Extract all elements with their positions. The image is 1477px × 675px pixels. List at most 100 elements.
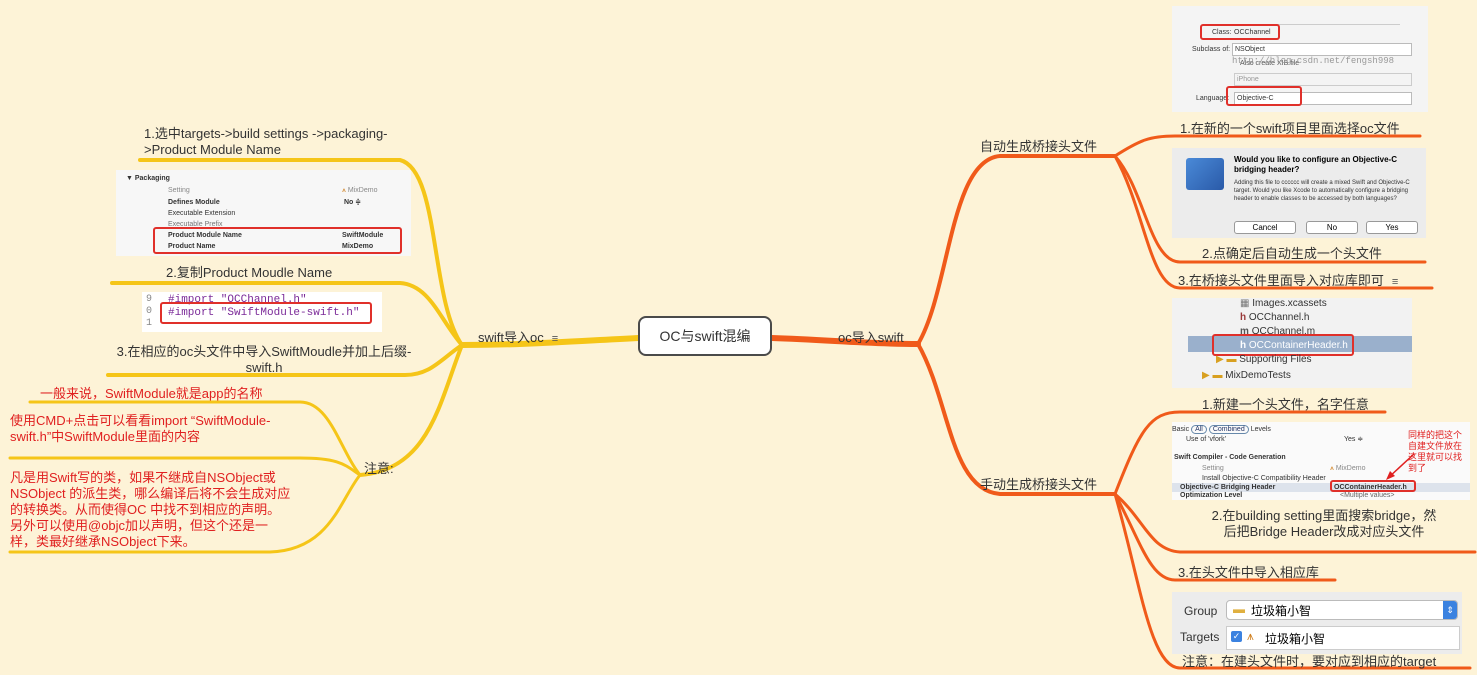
connector-left-step1	[138, 158, 464, 347]
class-screenshot: Class: OCChannel Subclass of: NSObject A…	[1172, 6, 1428, 112]
connector-center-right	[769, 335, 921, 347]
group-value: 垃圾箱小智	[1251, 604, 1312, 618]
device-field: iPhone	[1234, 73, 1412, 86]
left-branch-node[interactable]: swift导入oc≡	[478, 330, 558, 347]
file-label: Supporting Files	[1239, 354, 1312, 365]
line-number: 0	[146, 306, 153, 317]
annotation-arrow	[1386, 453, 1415, 480]
row-exec-prefix: Executable Prefix	[168, 221, 223, 228]
connector-left-step3	[106, 343, 464, 377]
xib-checkbox: Also create XIB file	[1240, 60, 1300, 67]
folder-tests: ▶ ▬ MixDemoTests	[1202, 368, 1291, 384]
left-step-3[interactable]: 3.在相应的oc头文件中导入SwiftMoudle并加上后缀-swift.h	[116, 344, 412, 375]
line-number: 9	[146, 294, 153, 305]
file-navigator-screenshot: ▦ Images.xcassets h OCChannel.h m OCChan…	[1172, 298, 1412, 388]
notes-node[interactable]: 注意:	[364, 461, 394, 476]
file-label: OCChannel.h	[1248, 312, 1310, 323]
subclass-field: NSObject	[1232, 43, 1412, 56]
left-branch-label: swift导入oc	[478, 330, 544, 345]
xcode-icon	[1186, 158, 1224, 190]
note-2[interactable]: 使用CMD+点击可以看看import “SwiftModule-swift.h”…	[10, 413, 271, 444]
right-branch-node[interactable]: oc导入swift	[838, 330, 904, 345]
connector-auto-step1	[1113, 134, 1422, 158]
connector-manual-step3	[1113, 492, 1337, 582]
app-icon: ⩚	[1247, 629, 1254, 643]
section-header: Swift Compiler - Code Generation	[1174, 454, 1286, 461]
connector-note3	[8, 473, 362, 554]
manual-step-3[interactable]: 3.在头文件中导入相应库	[1178, 565, 1319, 580]
file-occhannel-h: h OCChannel.h	[1240, 310, 1309, 326]
col-target: ⩚ MixDemo	[342, 185, 377, 196]
dialog-title: Would you like to configure an Objective…	[1234, 155, 1397, 174]
highlight-box	[153, 227, 402, 254]
row-optimization: Optimization Level	[1180, 492, 1243, 499]
language-field: Objective-C	[1234, 92, 1412, 105]
auto-step-1[interactable]: 1.在新的一个swift项目里面选择oc文件	[1180, 121, 1400, 136]
chevron-updown-icon: ⇕	[1443, 601, 1457, 619]
file-occontainer-h: h OCContainerHeader.h	[1240, 338, 1348, 354]
connector-right-manual	[916, 342, 1117, 496]
connector-manual-step2	[1113, 492, 1477, 554]
dialog-body: Adding this file to cccccc will create a…	[1234, 180, 1410, 202]
dialog-cancel-button: Cancel	[1234, 221, 1296, 234]
row-product-module-name: Product Module Name	[168, 232, 242, 239]
center-topic-label: OC与swift混编	[659, 328, 751, 344]
highlight-box	[160, 302, 372, 324]
center-topic[interactable]: OC与swift混编	[638, 316, 772, 356]
row-product-module-value: SwiftModule	[342, 232, 384, 239]
note-3[interactable]: 凡是用Swift写的类，如果不继成自NSObject或NSObject 的派生类…	[10, 470, 291, 549]
manual-step-2[interactable]: 2.在building setting里面搜索bridge，然后把Bridge …	[1211, 508, 1437, 539]
connector-auto-step3	[1113, 154, 1434, 290]
targets-label: Targets	[1180, 630, 1220, 644]
auto-bridge-node[interactable]: 自动生成桥接头文件	[980, 139, 1098, 154]
file-label: OCContainerHeader.h	[1248, 340, 1348, 351]
code-line-2: #import "SwiftModule-swift.h"	[168, 307, 360, 319]
build-settings-screenshot: Basic All Combined Levels Use of 'vfork'…	[1172, 422, 1470, 500]
line-number: 1	[146, 318, 153, 329]
class-value: OCChannel	[1234, 29, 1271, 36]
folder-icon: ▶ ▬	[1216, 354, 1237, 365]
manual-step-4[interactable]: 注意：在建头文件时，要对应到相应的target	[1182, 654, 1437, 669]
connector-manual-step4	[1113, 492, 1472, 670]
packaging-header: ▼ Packaging	[126, 175, 170, 182]
highlight-box	[1200, 24, 1280, 40]
row-defines-module-value: No ≑	[344, 199, 362, 206]
annotation-text: 同样的把这个自建文件放在这里就可以找到了	[1408, 430, 1463, 473]
tab-all: All	[1191, 425, 1207, 434]
highlight-box	[1226, 86, 1302, 106]
header-file-icon: h	[1240, 312, 1247, 323]
highlight-box	[1212, 334, 1354, 356]
manual-step-1[interactable]: 1.新建一个头文件，名字任意	[1202, 397, 1369, 412]
dialog-yes-button: Yes	[1366, 221, 1418, 234]
folder-icon: ▶ ▬	[1202, 370, 1223, 381]
connector-center-left	[459, 335, 641, 348]
folder-supporting: ▶ ▬ Supporting Files	[1216, 352, 1312, 368]
connector-left-step2	[110, 281, 464, 347]
manual-bridge-node[interactable]: 手动生成桥接头文件	[980, 477, 1098, 492]
dialog-no-button: No	[1306, 221, 1358, 234]
connector-manual-step1	[1113, 410, 1387, 496]
left-step-1[interactable]: 1.选中targets->build settings ->packaging-…	[144, 126, 388, 157]
auto-step-2[interactable]: 2.点确定后自动生成一个头文件	[1202, 246, 1382, 261]
app-icon: ⩚	[1330, 465, 1334, 472]
note-1[interactable]: 一般来说，SwiftModule就是app的名称	[40, 386, 263, 401]
left-step-2[interactable]: 2.复制Product Moudle Name	[166, 265, 333, 280]
auto-step-3-label: 3.在桥接头文件里面导入对应库即可	[1178, 273, 1384, 288]
connector-left-notes	[358, 343, 464, 477]
tab-levels: Levels	[1250, 426, 1271, 433]
row-defines-module: Defines Module	[168, 199, 220, 206]
checkbox-checked-icon: ✓	[1231, 631, 1242, 642]
row-exec-ext: Executable Extension	[168, 210, 236, 217]
app-icon: ⩚	[342, 187, 346, 194]
language-label: Language:	[1196, 95, 1230, 102]
auto-step-3[interactable]: 3.在桥接头文件里面导入对应库即可≡	[1178, 273, 1398, 290]
row-optimization-value: <Multiple values>	[1340, 492, 1395, 499]
targets-value: 垃圾箱小智	[1265, 632, 1326, 646]
subclass-label: Subclass of:	[1192, 46, 1231, 53]
file-occhannel-m: m OCChannel.m	[1240, 324, 1315, 340]
targets-list: ✓ ⩚ 垃圾箱小智	[1226, 626, 1460, 650]
connector-auto-step2	[1113, 154, 1427, 264]
col-target-label: MixDemo	[347, 187, 378, 194]
file-label: MixDemoTests	[1225, 370, 1291, 381]
